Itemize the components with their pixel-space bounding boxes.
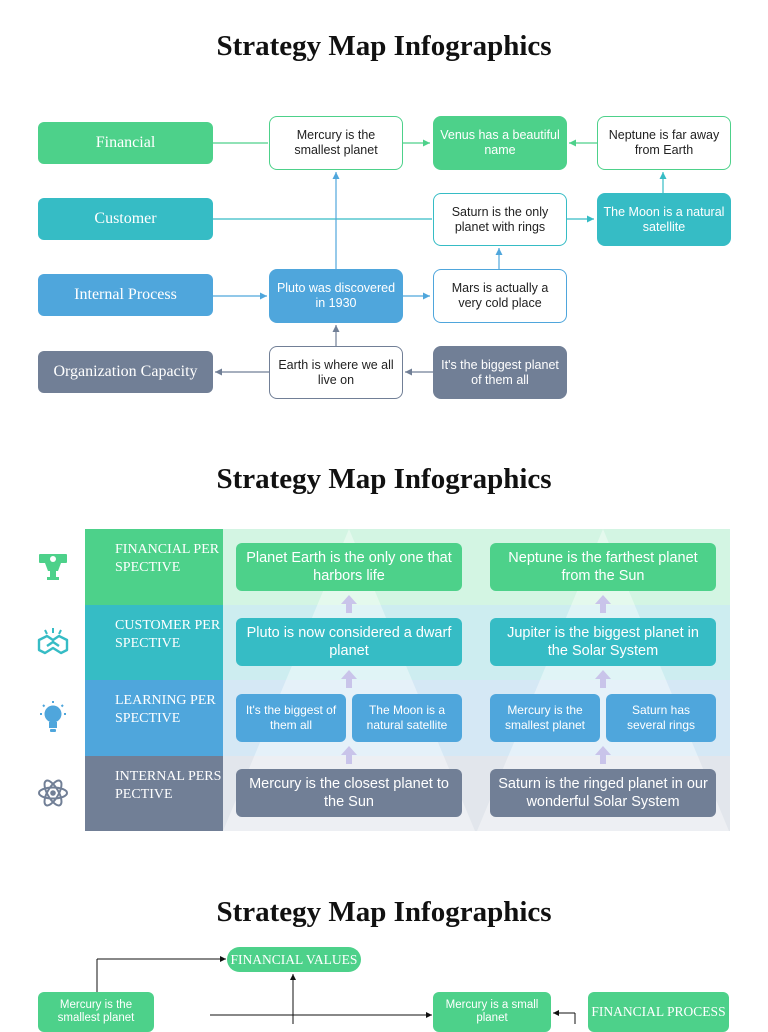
node-financial-process: FINANCIAL PROCESS: [588, 992, 729, 1032]
node-mars: Mars is actually a very cold place: [433, 269, 567, 323]
node-moon: The Moon is a natural satellite: [597, 193, 731, 246]
label-learning-perspective: LEARNING PERSPECTIVE: [85, 680, 223, 756]
pill-mercury-smallest: Mercury is the smallest planet: [490, 694, 600, 742]
node-saturn: Saturn is the only planet with rings: [433, 193, 567, 246]
pill-mercury-closest: Mercury is the closest planet to the Sun: [236, 769, 462, 817]
section3-title: Strategy Map Infographics: [216, 896, 552, 928]
node-pluto: Pluto was discovered in 1930: [269, 269, 403, 323]
node-biggest: It's the biggest planet of them all: [433, 346, 567, 399]
handshake-icon: [35, 626, 71, 660]
node-earth: Earth is where we all live on: [269, 346, 403, 399]
pill-biggest-of-all: It's the biggest of them all: [236, 694, 346, 742]
section1-title: Strategy Map Infographics: [216, 30, 552, 62]
node-mercury-smallest: Mercury is the smallest planet: [38, 992, 154, 1032]
category-internal-process: Internal Process: [38, 274, 213, 316]
node-neptune: Neptune is far away from Earth: [597, 116, 731, 170]
category-financial: Financial: [38, 122, 213, 164]
pill-neptune-farthest: Neptune is the farthest planet from the …: [490, 543, 716, 591]
pill-saturn-rings: Saturn has several rings: [606, 694, 716, 742]
category-organization-capacity: Organization Capacity: [38, 351, 213, 393]
pill-jupiter-biggest: Jupiter is the biggest planet in the Sol…: [490, 618, 716, 666]
node-venus: Venus has a beautiful name: [433, 116, 567, 170]
pill-saturn-ringed: Saturn is the ringed planet in our wonde…: [490, 769, 716, 817]
pill-earth-harbors-life: Planet Earth is the only one that harbor…: [236, 543, 462, 591]
section2-title: Strategy Map Infographics: [216, 463, 552, 495]
label-internal-perspective: INTERNAL PERSPECTIVE: [85, 756, 223, 831]
node-mercury: Mercury is the smallest planet: [269, 116, 403, 170]
lightbulb-icon: [36, 700, 70, 736]
pill-pluto-dwarf: Pluto is now considered a dwarf planet: [236, 618, 462, 666]
node-mercury-small: Mercury is a small planet: [433, 992, 551, 1032]
trophy-icon: [36, 550, 70, 584]
label-customer-perspective: CUSTOMER PERSPECTIVE: [85, 605, 223, 680]
node-financial-values: FINANCIAL VALUES: [227, 947, 361, 972]
atom-icon: [36, 776, 70, 810]
pill-moon-satellite: The Moon is a natural satellite: [352, 694, 462, 742]
label-financial-perspective: FINANCIAL PERSPECTIVE: [85, 529, 223, 605]
category-customer: Customer: [38, 198, 213, 240]
